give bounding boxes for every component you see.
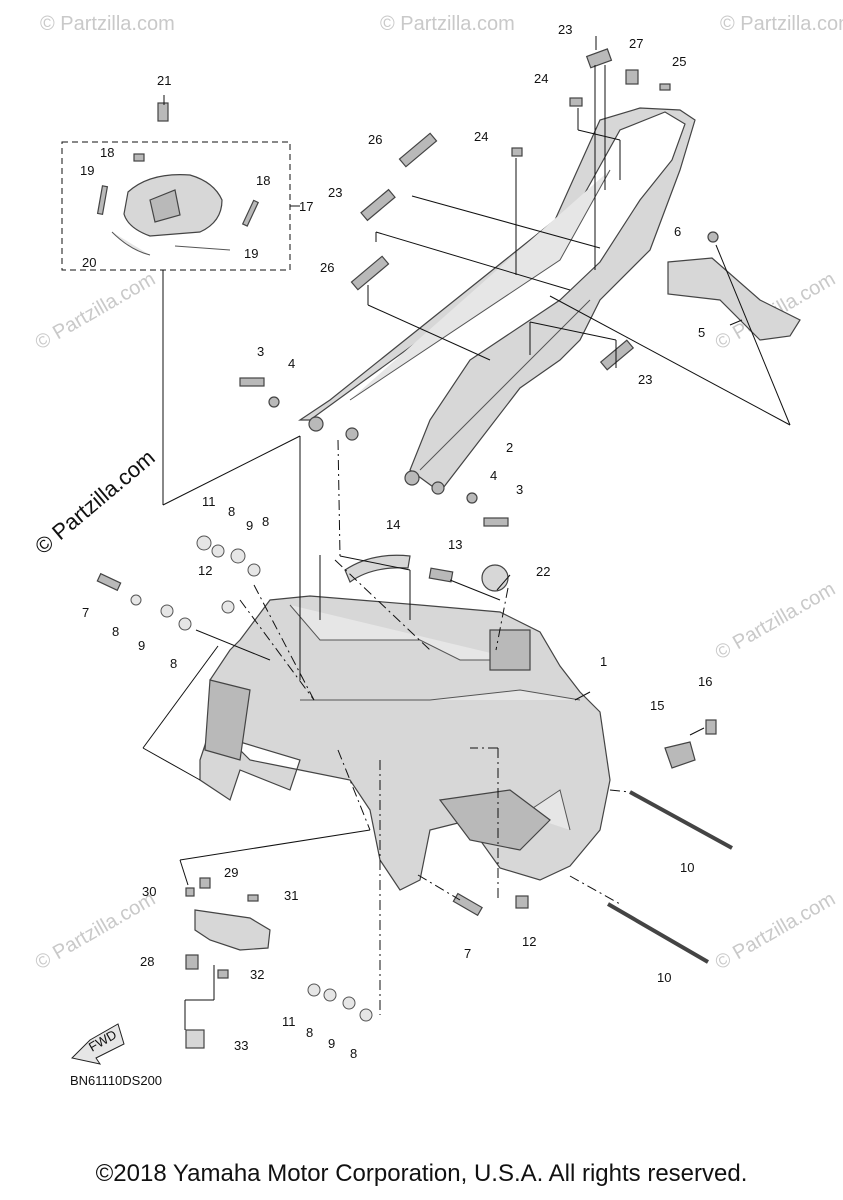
callout-18: 18	[256, 173, 270, 188]
callout-8: 8	[350, 1046, 357, 1061]
callout-30: 30	[142, 884, 156, 899]
watermark: © Partzilla.com	[380, 13, 515, 35]
callout-1: 1	[600, 654, 607, 669]
callout-10: 10	[680, 860, 694, 875]
callout-17: 17	[299, 199, 313, 214]
callout-33: 33	[234, 1038, 248, 1053]
leader-lines	[142, 36, 791, 1030]
diagram-code: BN61110DS200	[70, 1073, 163, 1088]
callout-7: 7	[82, 605, 89, 620]
watermark: © Partzilla.com	[712, 578, 840, 664]
callout-6: 6	[674, 224, 681, 239]
callout-10: 10	[657, 970, 671, 985]
callout-2: 2	[506, 440, 513, 455]
callout-23: 23	[638, 372, 652, 387]
callout-23: 23	[558, 22, 572, 37]
callout-26: 26	[320, 260, 334, 275]
callout-11: 11	[282, 1014, 296, 1029]
callout-22: 22	[536, 564, 550, 579]
callout-8: 8	[170, 656, 177, 671]
callout-3: 3	[257, 344, 264, 359]
callout-11: 11	[202, 494, 216, 509]
callout-24: 24	[534, 71, 548, 86]
callout-9: 9	[328, 1036, 335, 1051]
callout-16: 16	[698, 674, 712, 689]
watermark: © Partzilla.com	[712, 888, 840, 974]
callout-18: 18	[100, 145, 114, 160]
callout-19: 19	[80, 163, 94, 178]
callout-12: 12	[198, 563, 212, 578]
callout-15: 15	[650, 698, 664, 713]
callout-26: 26	[368, 132, 382, 147]
callout-20: 20	[82, 255, 96, 270]
callout-8: 8	[228, 504, 235, 519]
small-parts	[96, 48, 801, 1049]
callout-8: 8	[306, 1025, 313, 1040]
rear-frame	[298, 107, 696, 495]
callout-19: 19	[244, 246, 258, 261]
watermark: © Partzilla.com	[40, 13, 175, 35]
callout-31: 31	[284, 888, 298, 903]
callout-8: 8	[112, 624, 119, 639]
copyright-notice: ©2018 Yamaha Motor Corporation, U.S.A. A…	[95, 1160, 748, 1187]
callout-9: 9	[138, 638, 145, 653]
callouts: 1 2 3 3 4 4 5 6 7 7 8 8 8 8 8 8 9 9 9 10…	[80, 22, 712, 1061]
cover-assembly	[96, 102, 260, 256]
watermark: © Partzilla.com	[32, 268, 160, 354]
forward-arrow-icon: FWD	[70, 1023, 125, 1065]
main-frame	[199, 595, 611, 891]
callout-7: 7	[464, 946, 471, 961]
callout-8: 8	[262, 514, 269, 529]
callout-9: 9	[246, 518, 253, 533]
callout-21: 21	[157, 73, 171, 88]
callout-29: 29	[224, 865, 238, 880]
callout-23: 23	[328, 185, 342, 200]
callout-3: 3	[516, 482, 523, 497]
callout-32: 32	[250, 967, 264, 982]
callout-27: 27	[629, 36, 643, 51]
watermark: © Partzilla.com	[720, 13, 843, 35]
callout-12: 12	[522, 934, 536, 949]
callout-4: 4	[490, 468, 497, 483]
callout-4: 4	[288, 356, 295, 371]
callout-14: 14	[386, 517, 400, 532]
callout-5: 5	[698, 325, 705, 340]
callout-13: 13	[448, 537, 462, 552]
callout-24: 24	[474, 129, 488, 144]
callout-28: 28	[140, 954, 154, 969]
callout-25: 25	[672, 54, 686, 69]
